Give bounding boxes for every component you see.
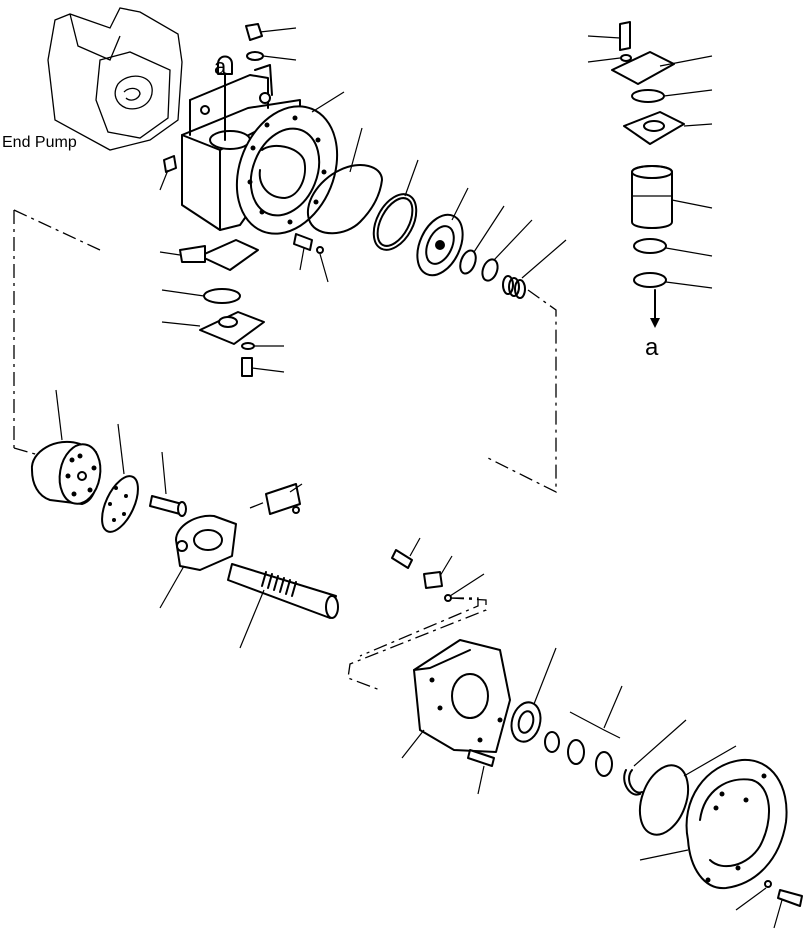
snap-rings — [544, 685, 623, 777]
small-ring-1 — [459, 205, 505, 275]
charge-gear — [510, 647, 557, 743]
retaining-ring — [623, 719, 687, 796]
reference-marker-label: a — [645, 334, 659, 361]
center-pin — [149, 451, 187, 517]
pump-housing — [181, 64, 339, 235]
rear-cover — [639, 758, 788, 890]
reference-marker-top-label: a — [214, 54, 227, 79]
end-pump-label: End Pump — [2, 134, 77, 151]
gear-plate — [416, 187, 469, 277]
valve-plate — [101, 423, 139, 533]
dowel-pin — [293, 233, 329, 283]
o-ring-large — [372, 159, 419, 251]
rear-bolt — [735, 880, 803, 929]
assembly-lines — [13, 209, 557, 691]
small-bolt-set — [391, 537, 485, 602]
swash-plate — [159, 514, 237, 609]
guide-block — [265, 483, 303, 515]
cover-plate — [159, 239, 285, 377]
drive-shaft — [227, 563, 339, 649]
housing-leaders — [311, 91, 345, 113]
o-ring-rear — [638, 745, 737, 836]
spring — [502, 239, 567, 299]
cylinder-block — [30, 389, 102, 505]
valve-stack — [587, 21, 713, 328]
side-plug — [159, 155, 177, 191]
end-pump-outline — [47, 7, 183, 151]
housing-top-fasteners — [217, 23, 297, 141]
large-gasket — [307, 127, 383, 235]
end-cap-housing — [401, 639, 511, 795]
small-ring-2 — [481, 219, 533, 282]
